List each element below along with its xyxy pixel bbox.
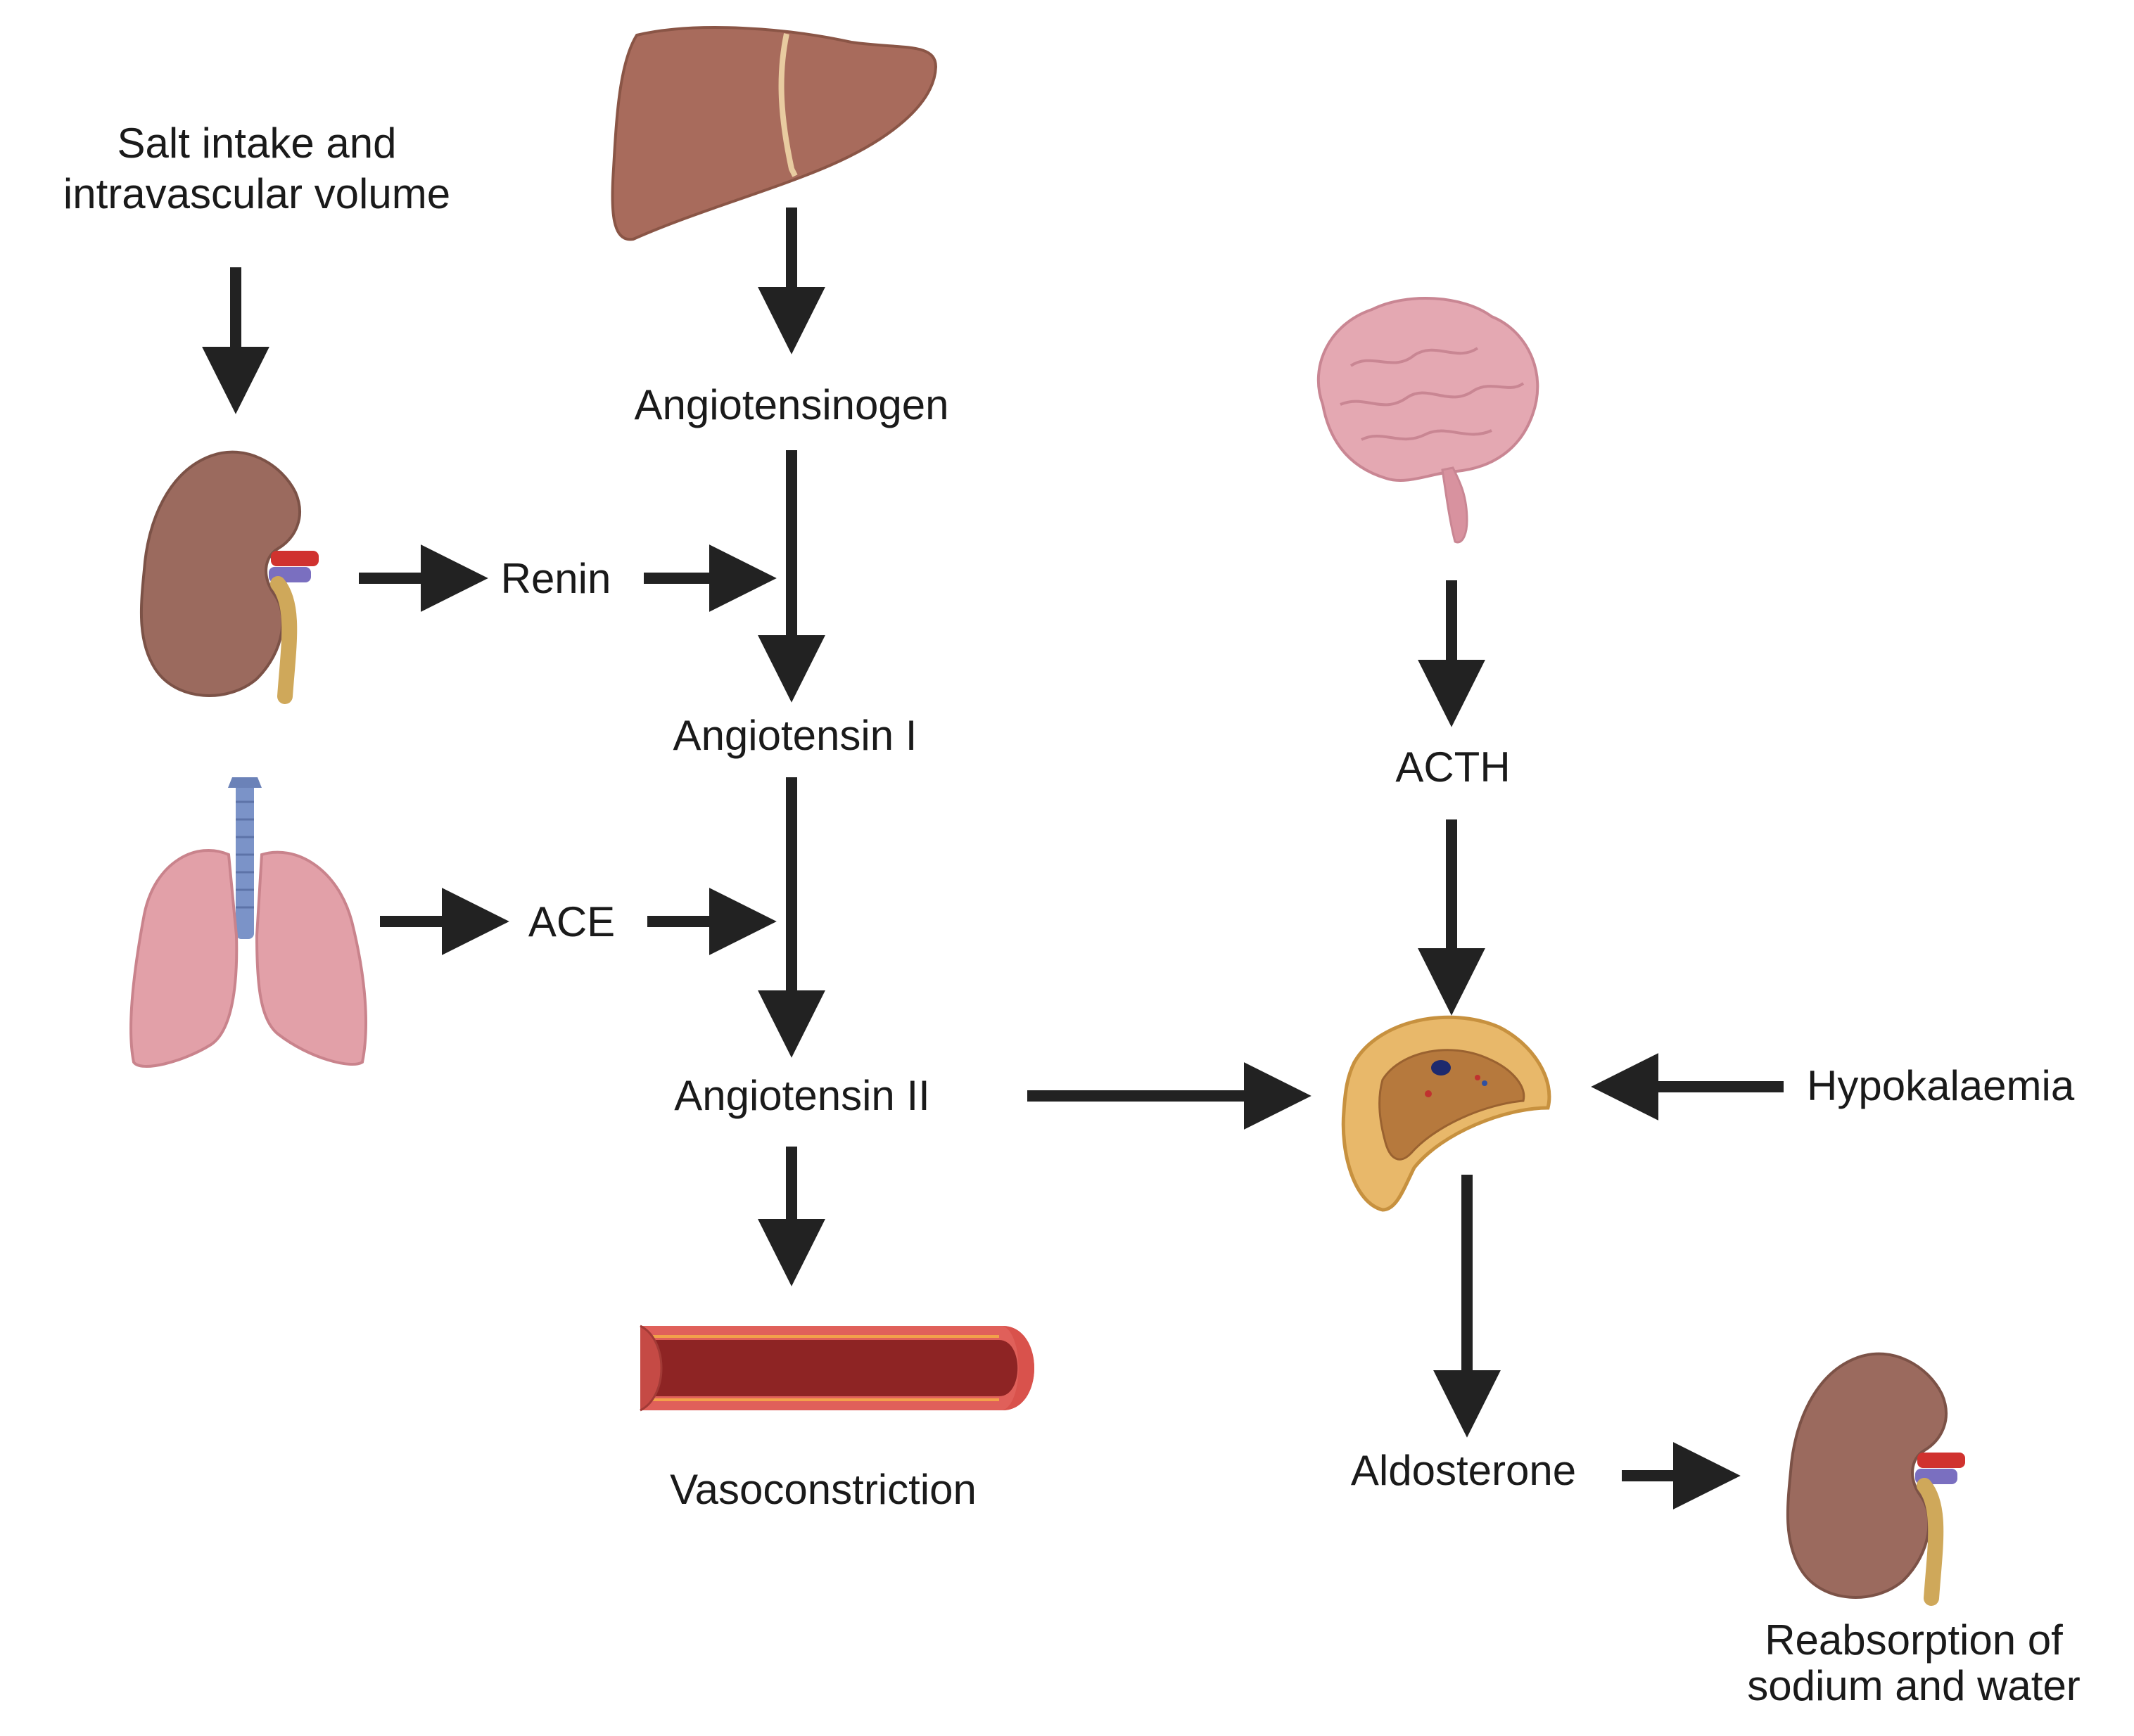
lungs-icon — [129, 777, 367, 1068]
reabsorption-line2: sodium and water — [1747, 1661, 2081, 1709]
ace-label: ACE — [528, 898, 616, 945]
aldosterone-label: Aldosterone — [1350, 1447, 1577, 1494]
hypokalaemia-label: Hypokalaemia — [1807, 1062, 2075, 1109]
kidney-icon — [139, 450, 319, 704]
brain-icon — [1316, 296, 1539, 544]
vasoconstriction-label: Vasoconstriction — [670, 1466, 977, 1513]
adrenal-gland-icon — [1341, 1015, 1551, 1212]
angiotensin-ii-label: Angiotensin II — [674, 1072, 930, 1119]
salt-intake-line1: Salt intake and — [117, 120, 397, 167]
angiotensinogen-label: Angiotensinogen — [634, 381, 949, 428]
angiotensin-i-label: Angiotensin I — [673, 712, 917, 759]
renin-label: Renin — [500, 555, 611, 602]
reabsorption-line1: Reabsorption of — [1765, 1616, 2063, 1664]
salt-intake-label: Salt intake and intravascular volume — [11, 118, 503, 219]
liver-icon — [611, 26, 938, 241]
reabsorption-label: Reabsorption of sodium and water — [1682, 1616, 2134, 1709]
blood-vessel-icon — [640, 1325, 1034, 1412]
acth-label: ACTH — [1395, 743, 1511, 791]
kidney-icon-right — [1786, 1352, 1965, 1606]
salt-intake-line2: intravascular volume — [63, 170, 451, 217]
